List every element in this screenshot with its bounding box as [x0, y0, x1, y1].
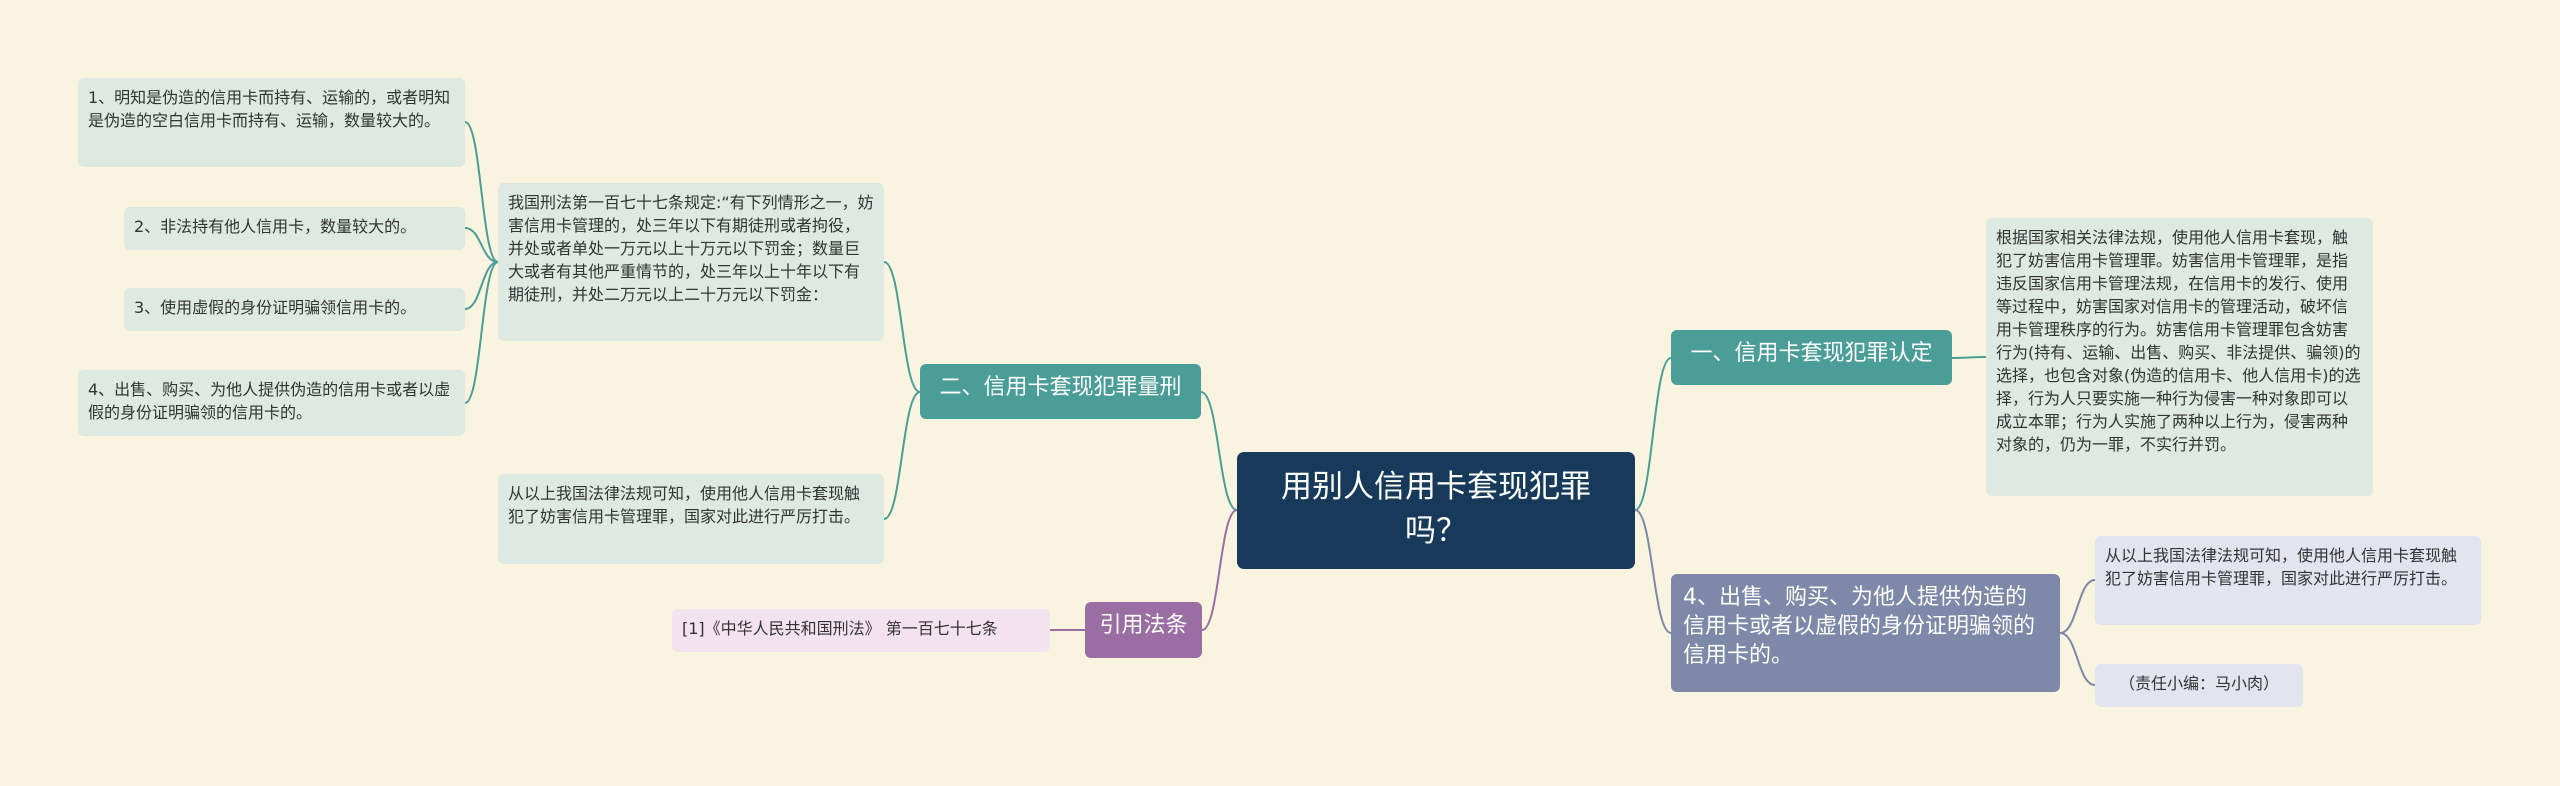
- link-left-conclusion: [883, 391, 921, 520]
- link-root-left: [1200, 391, 1238, 511]
- branch-sentencing[interactable]: 二、信用卡套现犯罪量刑: [920, 364, 1201, 419]
- leaf-conclusion-left[interactable]: 从以上我国法律法规可知，使用他人信用卡套现触犯了妨害信用卡管理罪，国家对此进行严…: [498, 474, 884, 564]
- leaf-situation-1[interactable]: 1、明知是伪造的信用卡而持有、运输的，或者明知是伪造的空白信用卡而持有、运输，数…: [78, 78, 465, 167]
- link-statute-s3: [464, 261, 499, 310]
- leaf-identification-detail[interactable]: 根据国家相关法律法规，使用他人信用卡套现，触犯了妨害信用卡管理罪。妨害信用卡管理…: [1986, 218, 2373, 496]
- leaf-statute[interactable]: 我国刑法第一百七十七条规定:“有下列情形之一，妨害信用卡管理的，处三年以下有期徒…: [498, 183, 884, 341]
- link-right2-conclusion: [2059, 579, 2096, 634]
- branch-citations[interactable]: 引用法条: [1085, 602, 1202, 658]
- leaf-situation-4[interactable]: 4、出售、购买、为他人提供伪造的信用卡或者以虚假的身份证明骗领的信用卡的。: [78, 370, 465, 436]
- link-statute-s1: [464, 121, 499, 263]
- leaf-conclusion-right[interactable]: 从以上我国法律法规可知，使用他人信用卡套现触犯了妨害信用卡管理罪，国家对此进行严…: [2095, 536, 2481, 625]
- branch-situation-4[interactable]: 4、出售、购买、为他人提供伪造的信用卡或者以虚假的身份证明骗领的信用卡的。: [1671, 574, 2060, 692]
- link-statute-s2: [464, 227, 499, 263]
- leaf-editor[interactable]: （责任小编：马小肉）: [2095, 664, 2303, 707]
- link-left-statute: [883, 261, 921, 393]
- link-root-right1: [1634, 357, 1672, 511]
- leaf-citation[interactable]: [1]《中华人民共和国刑法》 第一百七十七条: [672, 609, 1050, 652]
- root-topic[interactable]: 用别人信用卡套现犯罪吗？: [1237, 452, 1635, 569]
- link-root-cite: [1201, 509, 1238, 631]
- link-right1-detail: [1951, 356, 1987, 359]
- branch-identification[interactable]: 一、信用卡套现犯罪认定: [1671, 330, 1952, 385]
- leaf-situation-3[interactable]: 3、使用虚假的身份证明骗领信用卡的。: [124, 288, 465, 331]
- link-right2-editor: [2059, 632, 2096, 686]
- link-root-right2: [1634, 509, 1672, 634]
- leaf-situation-2[interactable]: 2、非法持有他人信用卡，数量较大的。: [124, 207, 465, 250]
- link-statute-s4: [464, 261, 499, 404]
